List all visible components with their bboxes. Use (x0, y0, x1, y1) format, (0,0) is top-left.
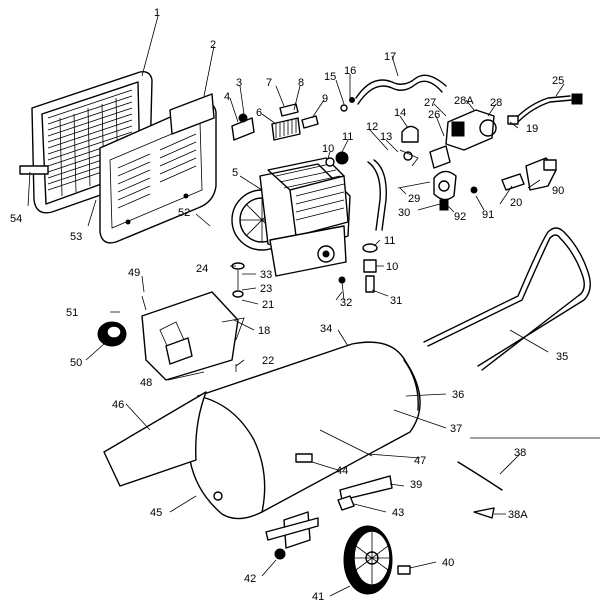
callout-33: 33 (260, 269, 272, 281)
callout-46: 46 (112, 399, 124, 411)
callout-14: 14 (394, 107, 406, 119)
callout-50: 50 (70, 357, 82, 369)
callout-24: 24 (196, 263, 208, 275)
callout-2: 2 (210, 39, 216, 51)
discharge-tube (355, 74, 447, 105)
callout-37: 37 (450, 423, 462, 435)
air-tank (188, 341, 421, 520)
callout-28A: 28A (454, 95, 474, 107)
callout-1: 1 (154, 7, 160, 19)
shroud-inner-panel (99, 93, 217, 244)
small-hardware-top (231, 97, 419, 167)
callout-17: 17 (384, 51, 396, 63)
callout-34: 34 (320, 323, 332, 335)
callout-3: 3 (236, 77, 242, 89)
callout-7: 7 (266, 77, 272, 89)
callout-51: 51 (66, 307, 78, 319)
callout-41: 41 (312, 591, 324, 603)
callout-11: 11 (342, 131, 353, 143)
callout-29: 29 (408, 193, 420, 205)
callout-45: 45 (150, 507, 162, 519)
air-filter-parts (271, 103, 319, 141)
callout-13: 13 (380, 131, 392, 143)
callout-10: 10 (322, 143, 334, 155)
callout-91: 91 (482, 209, 494, 221)
compressor-pump-head (231, 157, 351, 277)
callout-32: 32 (340, 297, 352, 309)
callout-38: 38 (514, 447, 526, 459)
callout-40: 40 (442, 557, 454, 569)
callout-20: 20 (510, 197, 522, 209)
callout-25: 25 (552, 75, 564, 87)
pulley-wheel (97, 321, 127, 347)
callout-49: 49 (128, 267, 140, 279)
fittings-column (362, 243, 378, 293)
handle-bar (423, 227, 591, 371)
mounting-hardware (141, 262, 346, 311)
callout-47: 47 (414, 455, 426, 467)
callout-4: 4 (224, 91, 230, 103)
callout-26: 26 (428, 109, 440, 121)
callout-92: 92 (454, 211, 466, 223)
leader-lines (27, 15, 565, 597)
check-valve-assembly (397, 157, 557, 211)
callout-39: 39 (410, 479, 422, 491)
callout-19: 19 (526, 123, 538, 135)
callout-48: 48 (140, 377, 152, 389)
callout-38A: 38A (508, 509, 528, 521)
callout-30: 30 (398, 207, 410, 219)
tank-shield (103, 391, 207, 487)
callout-23: 23 (260, 283, 272, 295)
callout-52: 52 (178, 207, 190, 219)
callout-10b: 10 (386, 261, 398, 273)
power-cord (457, 437, 600, 519)
callout-9: 9 (322, 93, 328, 105)
regulator-assembly (399, 109, 497, 169)
callout-5: 5 (232, 167, 238, 179)
callout-11b: 11 (384, 235, 395, 247)
callout-53: 53 (70, 231, 82, 243)
callout-18: 18 (258, 325, 270, 337)
callout-35: 35 (556, 351, 568, 363)
unloader-tube (367, 159, 387, 231)
callout-12: 12 (366, 121, 378, 133)
motor-cover (141, 291, 245, 381)
callout-44: 44 (336, 465, 348, 477)
callout-36: 36 (452, 389, 464, 401)
callout-31: 31 (390, 295, 402, 307)
tank-feet (265, 429, 393, 549)
wheel (274, 525, 411, 595)
callout-labels: 1 2 3 4 5 6 7 8 9 10 11 12 13 14 15 16 1… (10, 7, 568, 603)
callout-42: 42 (244, 573, 256, 585)
callout-28: 28 (490, 97, 502, 109)
callout-27: 27 (424, 97, 436, 109)
callout-21: 21 (262, 299, 274, 311)
callout-16: 16 (344, 65, 356, 77)
callout-43: 43 (392, 507, 404, 519)
air-hose (507, 93, 583, 125)
callout-6: 6 (256, 107, 262, 119)
callout-15: 15 (324, 71, 336, 83)
callout-54: 54 (10, 213, 22, 225)
callout-90: 90 (552, 185, 564, 197)
callout-22: 22 (262, 355, 274, 367)
callout-8: 8 (298, 77, 304, 89)
